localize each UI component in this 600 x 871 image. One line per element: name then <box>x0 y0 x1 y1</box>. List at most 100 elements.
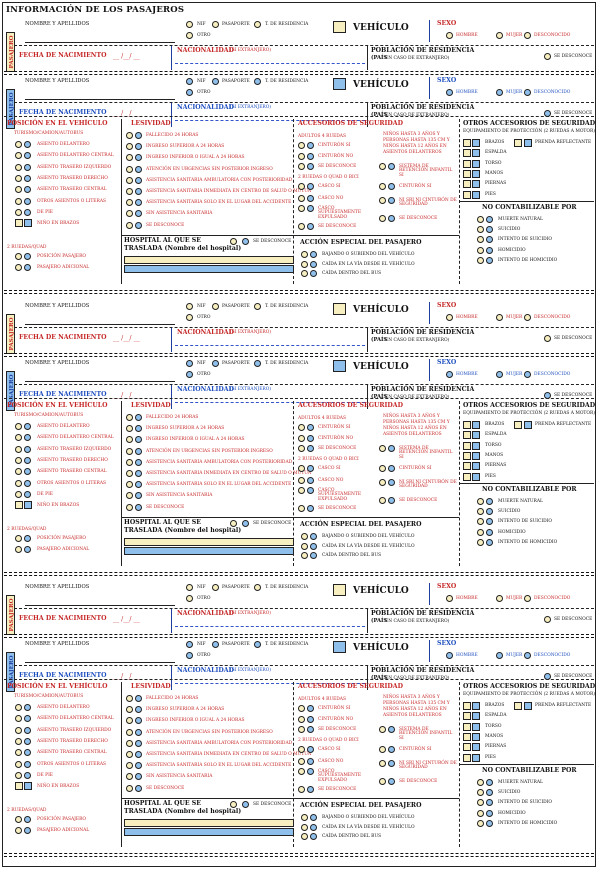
residencia-radio[interactable] <box>254 360 261 367</box>
lesividad-radio-alt[interactable] <box>135 728 142 736</box>
hospital-input-2[interactable] <box>124 265 294 273</box>
position-radio-alt[interactable] <box>24 715 31 723</box>
casco-radio[interactable] <box>298 758 305 765</box>
lesividad-radio-alt[interactable] <box>135 221 142 229</box>
accion-radio-alt[interactable] <box>310 823 317 831</box>
dos-ruedas-radio-alt[interactable] <box>24 827 31 834</box>
lesividad-radio-alt[interactable] <box>135 717 142 725</box>
vehiculo-box[interactable] <box>333 21 346 33</box>
casco-radio-alt[interactable] <box>307 205 314 212</box>
adultos-radio[interactable] <box>298 424 305 431</box>
pasaporte-radio[interactable] <box>212 584 219 591</box>
nocont-radio[interactable] <box>477 226 484 234</box>
casco-radio[interactable] <box>298 768 305 775</box>
lesividad-radio[interactable] <box>126 784 133 792</box>
ninos-radio[interactable] <box>379 746 386 753</box>
mujer-radio[interactable] <box>496 652 503 659</box>
otros-checkbox[interactable] <box>463 451 471 460</box>
lesividad-radio-alt[interactable] <box>135 470 142 477</box>
otros-checkbox-alt[interactable] <box>472 743 480 752</box>
position-radio[interactable] <box>15 704 22 711</box>
casco-radio-alt[interactable] <box>307 465 314 472</box>
otros-checkbox[interactable] <box>463 431 471 440</box>
nocont-radio-alt[interactable] <box>486 809 493 817</box>
lesividad-radio[interactable] <box>126 503 133 511</box>
lesividad-radio-alt[interactable] <box>135 425 142 433</box>
lesividad-radio[interactable] <box>126 762 133 770</box>
otros-checkbox[interactable] <box>463 169 471 178</box>
prenda-checkbox[interactable] <box>514 139 522 147</box>
pasaporte-radio[interactable] <box>212 303 219 310</box>
otros-checkbox-alt[interactable] <box>472 139 480 147</box>
position-radio-alt[interactable] <box>24 434 31 442</box>
prenda-checkbox-alt[interactable] <box>524 139 532 147</box>
adultos-radio[interactable] <box>298 152 305 160</box>
otros-checkbox-alt[interactable] <box>472 169 480 178</box>
lesividad-radio-alt[interactable] <box>135 492 142 500</box>
position-checkbox-alt[interactable] <box>24 501 32 510</box>
lesividad-radio[interactable] <box>126 188 133 195</box>
lesividad-radio[interactable] <box>126 447 133 455</box>
casco-radio[interactable] <box>298 487 305 494</box>
position-radio-alt[interactable] <box>24 186 31 194</box>
ninos-radio[interactable] <box>379 183 386 190</box>
position-radio-alt[interactable] <box>24 163 31 171</box>
mujer-radio[interactable] <box>496 314 503 321</box>
position-radio[interactable] <box>15 163 22 171</box>
lesividad-radio[interactable] <box>126 436 133 444</box>
otros-checkbox[interactable] <box>463 702 471 710</box>
casco-radio-alt[interactable] <box>307 786 314 793</box>
dos-ruedas-radio[interactable] <box>15 816 22 823</box>
otros-checkbox[interactable] <box>463 139 471 147</box>
position-radio[interactable] <box>15 174 22 182</box>
adultos-radio[interactable] <box>298 705 305 712</box>
position-radio-alt[interactable] <box>24 456 31 464</box>
hospital-desconoce-radio[interactable] <box>242 801 249 808</box>
residencia-radio[interactable] <box>254 584 261 591</box>
casco-radio[interactable] <box>298 505 305 512</box>
ninos-radio-alt[interactable] <box>388 163 395 170</box>
ninos-radio[interactable] <box>379 726 386 733</box>
vehiculo-box[interactable] <box>333 584 346 596</box>
adultos-radio[interactable] <box>298 434 305 442</box>
ninos-radio-alt[interactable] <box>388 197 395 204</box>
casco-radio-alt[interactable] <box>307 505 314 512</box>
poblacion-desconoce-radio[interactable] <box>544 616 551 623</box>
adultos-radio-alt[interactable] <box>307 715 314 723</box>
nocont-radio-alt[interactable] <box>486 236 493 244</box>
adultos-radio-alt[interactable] <box>307 705 314 712</box>
vehiculo-box[interactable] <box>333 641 346 653</box>
casco-radio-alt[interactable] <box>307 183 314 190</box>
lesividad-radio-alt[interactable] <box>135 414 142 421</box>
position-radio[interactable] <box>15 479 22 487</box>
adultos-radio[interactable] <box>298 163 305 170</box>
dos-ruedas-radio-alt[interactable] <box>24 546 31 553</box>
dos-ruedas-radio-alt[interactable] <box>24 816 31 823</box>
position-radio[interactable] <box>15 737 22 745</box>
lesividad-radio[interactable] <box>126 221 133 229</box>
nocont-radio-alt[interactable] <box>486 508 493 516</box>
otros-checkbox[interactable] <box>463 180 471 189</box>
casco-radio-alt[interactable] <box>307 195 314 202</box>
accion-radio[interactable] <box>301 270 308 277</box>
desconocido-radio[interactable] <box>524 595 531 602</box>
otros-checkbox[interactable] <box>463 743 471 752</box>
vehiculo-box[interactable] <box>333 303 346 315</box>
casco-radio[interactable] <box>298 465 305 472</box>
lesividad-radio[interactable] <box>126 706 133 714</box>
casco-radio[interactable] <box>298 183 305 190</box>
hospital-desconoce-radio[interactable] <box>242 520 249 527</box>
hospital-input-1[interactable] <box>124 819 294 827</box>
ninos-radio-alt[interactable] <box>388 778 395 785</box>
lesividad-radio[interactable] <box>126 154 133 162</box>
nocont-radio[interactable] <box>477 498 484 505</box>
adultos-radio[interactable] <box>298 726 305 733</box>
ninos-radio[interactable] <box>379 479 386 486</box>
nocont-radio[interactable] <box>477 538 484 546</box>
position-radio-alt[interactable] <box>24 423 31 430</box>
casco-radio-alt[interactable] <box>307 746 314 753</box>
desconocido-radio[interactable] <box>524 89 531 96</box>
hospital-input-1[interactable] <box>124 256 294 264</box>
nocont-radio[interactable] <box>477 819 484 827</box>
position-checkbox[interactable] <box>15 782 23 791</box>
